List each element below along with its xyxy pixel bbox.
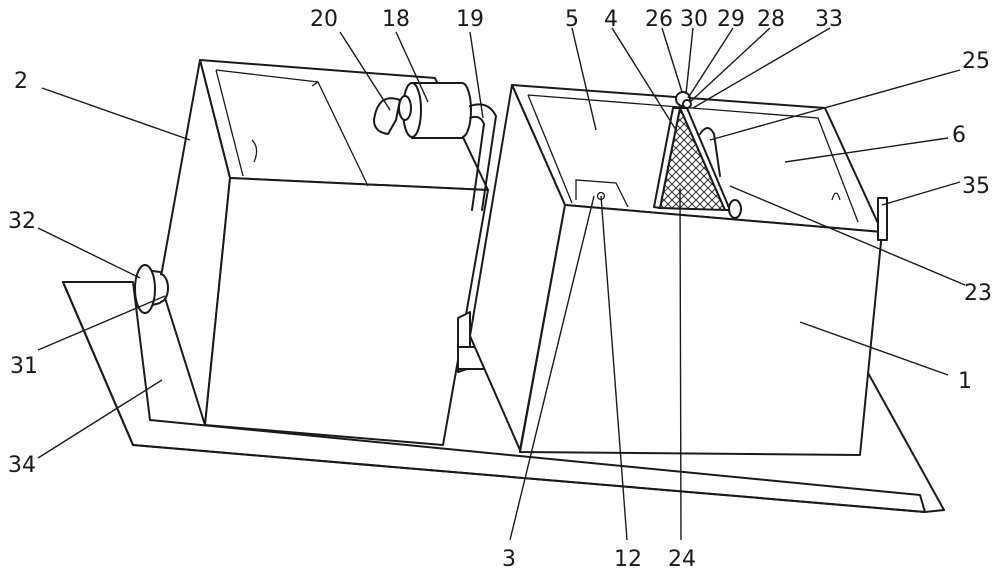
label-1: 1 — [958, 369, 972, 394]
reference-numerals: 2 32 31 34 20 18 19 5 4 26 30 29 28 33 2… — [8, 7, 992, 572]
label-30: 30 — [680, 7, 708, 32]
label-26: 26 — [645, 7, 673, 32]
label-34: 34 — [8, 453, 36, 478]
pump — [134, 264, 169, 314]
label-12: 12 — [614, 547, 642, 572]
motor — [402, 82, 472, 139]
connecting-pipe — [469, 103, 497, 211]
label-5: 5 — [565, 7, 579, 32]
base-plate — [62, 281, 945, 513]
fan-impeller — [373, 95, 412, 135]
label-6: 6 — [952, 123, 966, 148]
label-23: 23 — [964, 281, 992, 306]
label-33: 33 — [815, 7, 843, 32]
label-32: 32 — [8, 209, 36, 234]
hinge-assembly — [675, 91, 692, 109]
label-25: 25 — [962, 49, 990, 74]
leader-lines — [37, 27, 966, 541]
filter-screen — [653, 104, 731, 212]
label-2: 2 — [14, 69, 28, 94]
label-24: 24 — [668, 547, 696, 572]
label-3: 3 — [502, 547, 516, 572]
label-19: 19 — [456, 7, 484, 32]
label-35: 35 — [962, 174, 990, 199]
label-20: 20 — [310, 7, 338, 32]
side-fitting — [877, 197, 888, 241]
label-18: 18 — [382, 7, 410, 32]
scraper — [725, 199, 742, 219]
label-31: 31 — [10, 354, 38, 379]
label-4: 4 — [604, 7, 618, 32]
label-28: 28 — [757, 7, 785, 32]
handle — [699, 127, 721, 177]
label-29: 29 — [717, 7, 745, 32]
